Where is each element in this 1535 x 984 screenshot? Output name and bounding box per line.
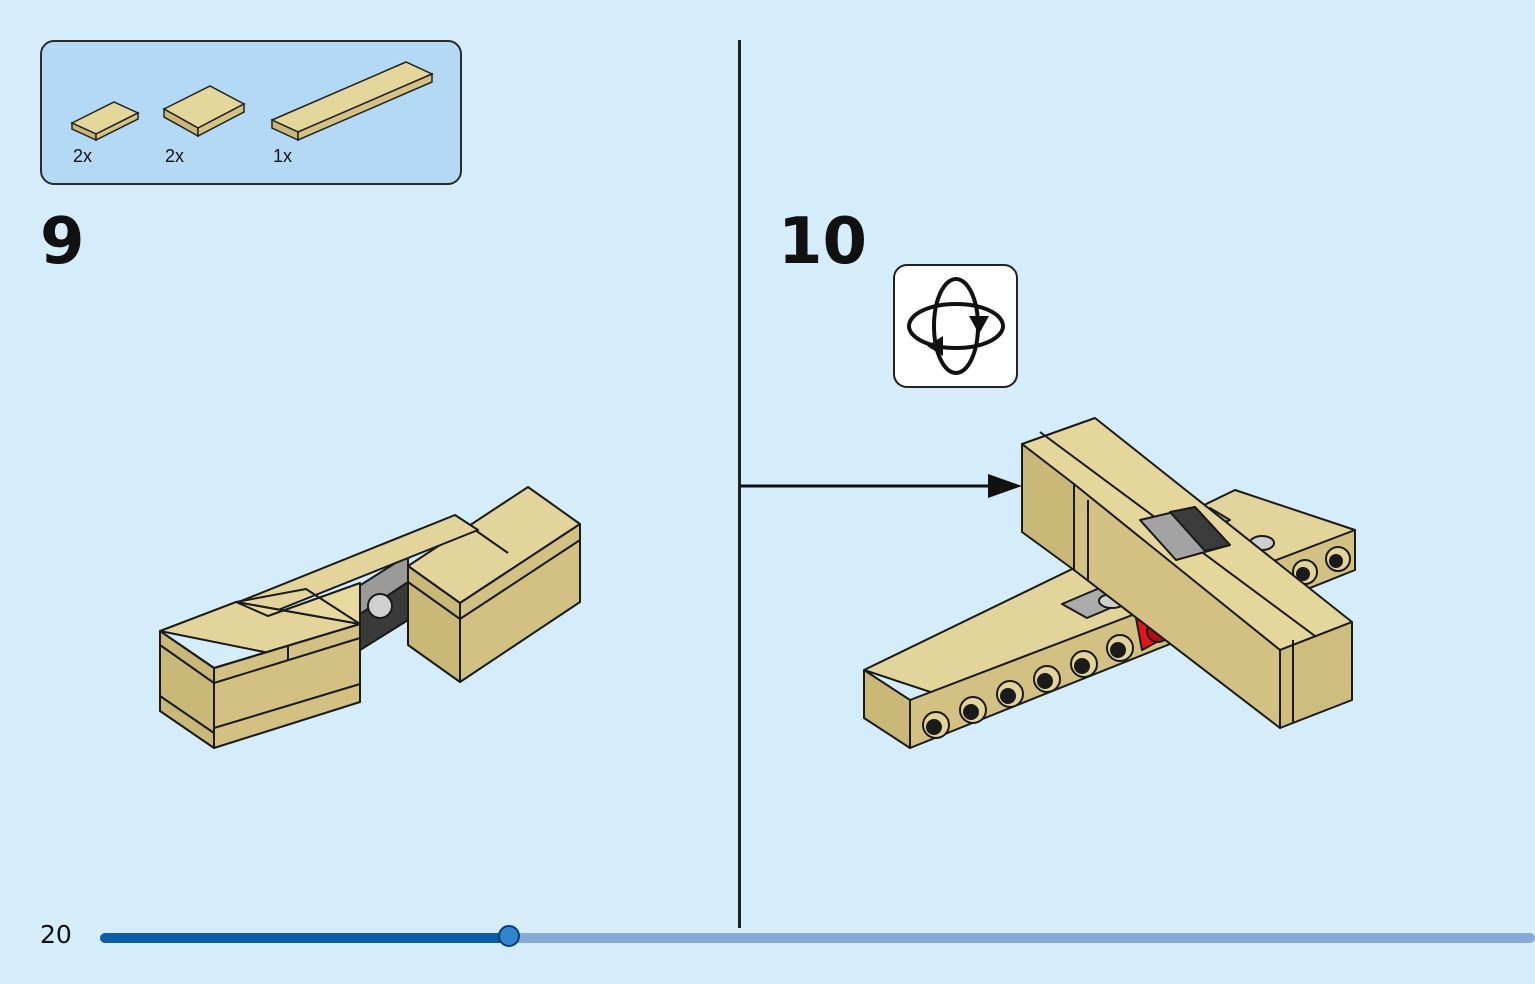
page-number: 20 xyxy=(40,920,72,949)
part-qty-2: 2x xyxy=(165,146,185,166)
progress-fill xyxy=(100,933,509,943)
step-number-10: 10 xyxy=(778,205,868,279)
step-divider xyxy=(738,40,741,928)
step-10-model xyxy=(863,417,1356,749)
parts-callout: 2x 2x 1x xyxy=(40,40,462,185)
progress-bar xyxy=(100,925,1535,947)
step-9-model xyxy=(159,486,581,749)
assembly-arrow xyxy=(740,474,1022,498)
step-number-9: 9 xyxy=(40,205,85,279)
tan-tile-2x2-part xyxy=(162,85,246,138)
tan-tile-1x6-part xyxy=(270,61,434,142)
part-qty-3: 1x xyxy=(273,146,293,166)
rotate-model-icon xyxy=(893,264,1018,388)
progress-knob xyxy=(498,925,520,947)
tan-tile-1x2-part xyxy=(70,101,140,142)
part-qty-1: 2x xyxy=(73,146,93,166)
